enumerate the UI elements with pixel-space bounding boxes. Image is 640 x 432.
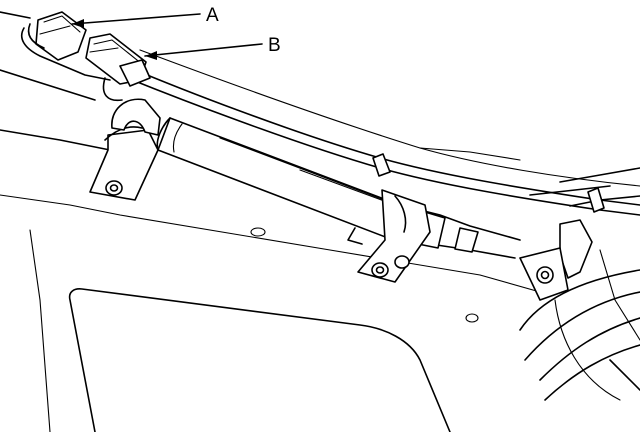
leader-lines xyxy=(71,13,263,60)
arrowhead-a xyxy=(72,19,84,28)
pillar-trim xyxy=(519,249,640,401)
left-bracket xyxy=(89,98,161,201)
rear-window-opening xyxy=(29,229,451,432)
right-bracket xyxy=(519,219,593,301)
middle-bracket xyxy=(347,189,431,283)
connector-b xyxy=(85,33,151,102)
callout-label-a: A xyxy=(206,5,219,26)
callout-label-b: B xyxy=(268,35,281,56)
harness-clips xyxy=(372,153,605,213)
arrowhead-b xyxy=(145,51,157,60)
roof-holes xyxy=(250,227,479,323)
